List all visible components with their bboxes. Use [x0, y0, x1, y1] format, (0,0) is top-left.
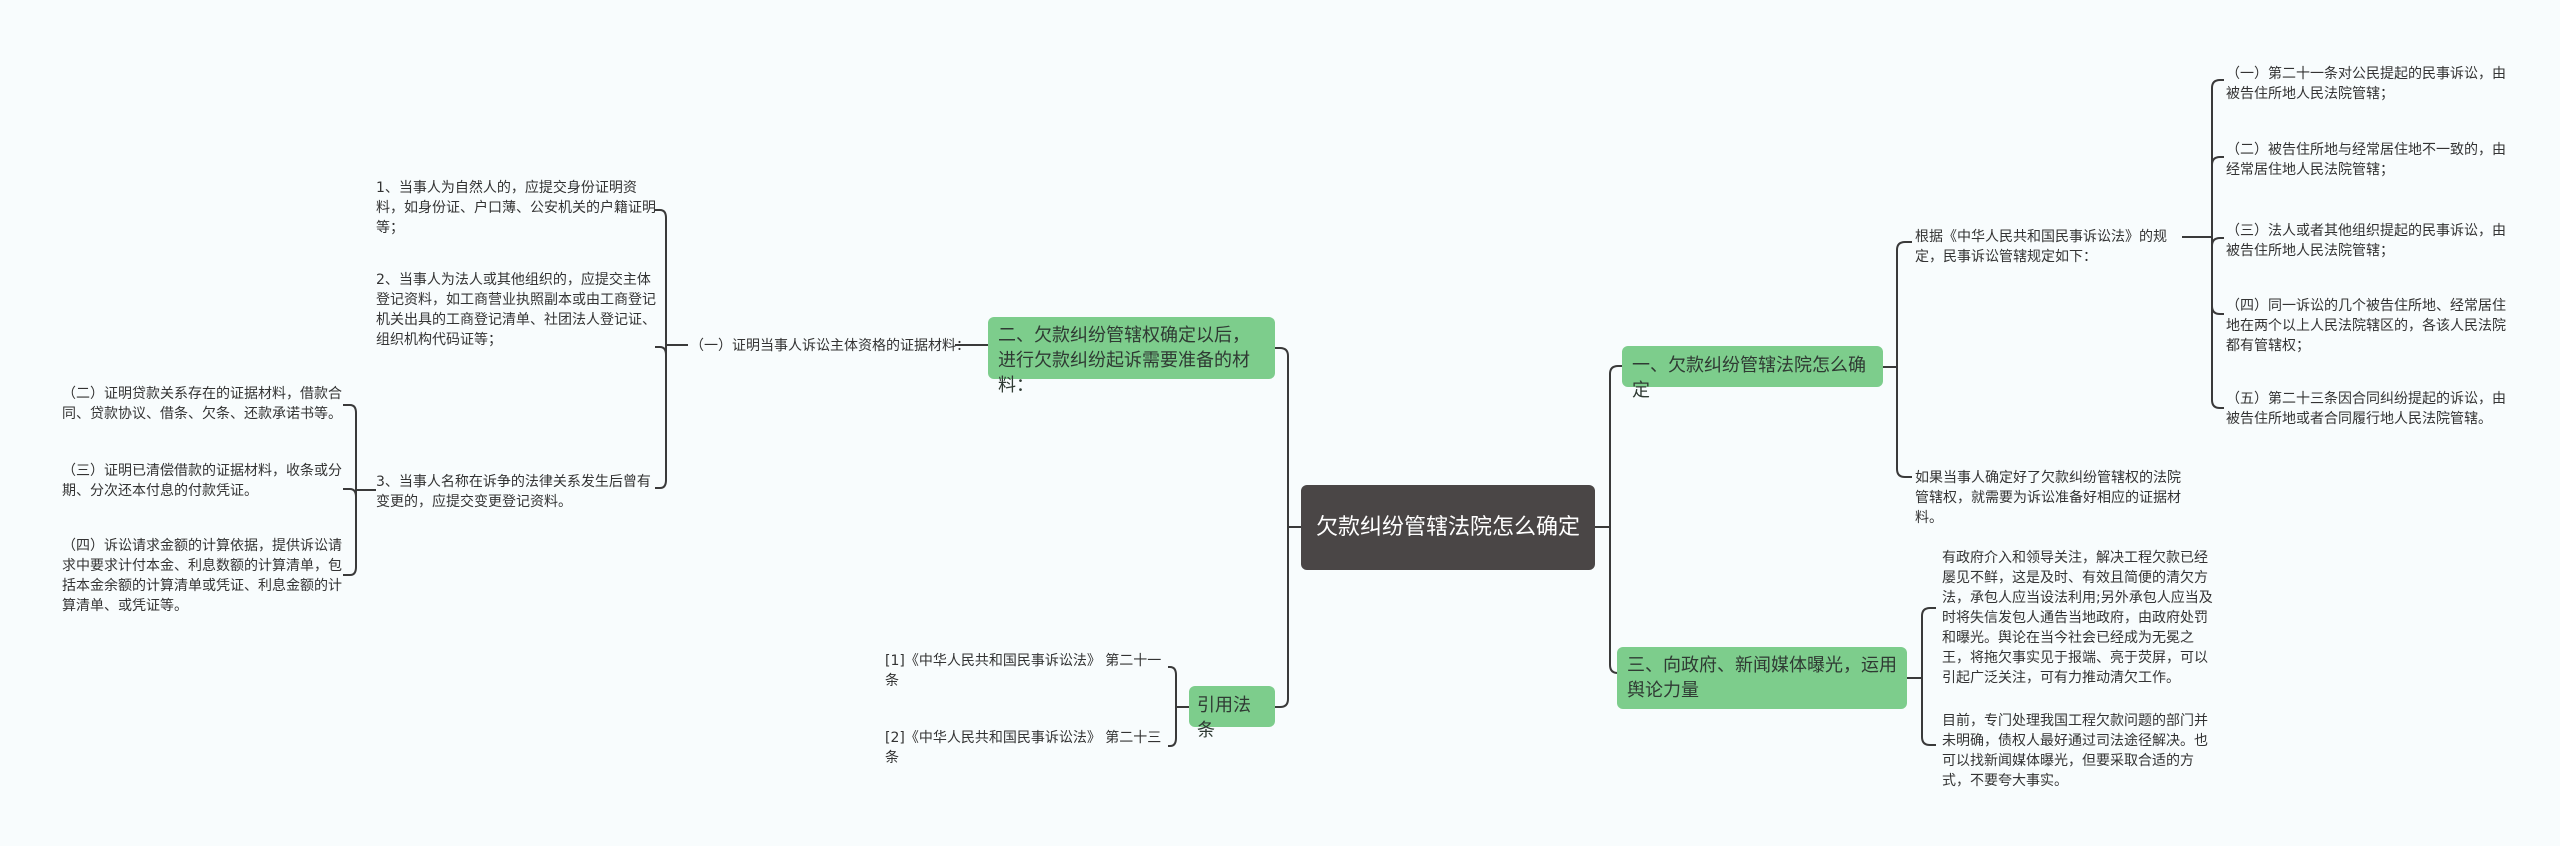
media-item-1: 有政府介入和领导关注，解决工程欠款已经屡见不鲜，这是及时、有效且简便的清欠方法，… — [1942, 550, 2213, 686]
jurisdiction-rule-4: （四）同一诉讼的几个被告住所地、经常居住地在两个以上人民法院辖区的，各该人民法院… — [2226, 298, 2506, 354]
node-court-determination[interactable]: 一、欠款纠纷管辖法院怎么确定 — [1622, 346, 1883, 401]
central-topic[interactable]: 欠款纠纷管辖法院怎么确定 — [1301, 485, 1595, 570]
node-label: 三、向政府、新闻媒体曝光，运用舆论力量 — [1627, 655, 1897, 701]
jurisdiction-basis: 根据《中华人民共和国民事诉讼法》的规定，民事诉讼管辖规定如下： — [1915, 229, 2167, 265]
node-label: 二、欠款纠纷管辖权确定以后，进行欠款纠纷起诉需要准备的材料： — [998, 325, 1250, 396]
jurisdiction-rule-5: （五）第二十三条因合同纠纷提起的诉讼，由被告住所地或者合同履行地人民法院管辖。 — [2226, 391, 2506, 427]
node-cited-laws[interactable]: 引用法条 — [1189, 686, 1275, 741]
identity-item-2: 2、当事人为法人或其他组织的，应提交主体登记资料，如工商营业执照副本或由工商登记… — [376, 272, 656, 348]
evidence-claim-amount: （四）诉讼请求金额的计算依据，提供诉讼请求中要求计付本金、利息数额的计算清单，包… — [62, 538, 342, 614]
jurisdiction-after: 如果当事人确定好了欠款纠纷管辖权的法院管辖权，就需要为诉讼准备好相应的证据材料。 — [1915, 470, 2181, 526]
media-item-2: 目前，专门处理我国工程欠款问题的部门并未明确，债权人最好通过司法途径解决。也可以… — [1942, 713, 2208, 789]
law-ref-2: [2]《中华人民共和国民事诉讼法》 第二十三条 — [885, 730, 1162, 766]
node-label: 一、欠款纠纷管辖法院怎么确定 — [1632, 355, 1866, 401]
sub-identity-evidence: （一）证明当事人诉讼主体资格的证据材料： — [690, 338, 970, 354]
evidence-repayment: （三）证明已清偿借款的证据材料，收条或分期、分次还本付息的付款凭证。 — [62, 463, 342, 499]
law-ref-1: [1]《中华人民共和国民事诉讼法》 第二十一条 — [885, 653, 1162, 689]
node-media-exposure[interactable]: 三、向政府、新闻媒体曝光，运用舆论力量 — [1617, 647, 1907, 709]
jurisdiction-rule-3: （三）法人或者其他组织提起的民事诉讼，由被告住所地人民法院管辖； — [2226, 223, 2506, 259]
jurisdiction-rule-1: （一）第二十一条对公民提起的民事诉讼，由被告住所地人民法院管辖； — [2226, 66, 2506, 102]
node-preparation-materials[interactable]: 二、欠款纠纷管辖权确定以后，进行欠款纠纷起诉需要准备的材料： — [988, 317, 1275, 396]
identity-item-1: 1、当事人为自然人的，应提交身份证明资料，如身份证、户口薄、公安机关的户籍证明等… — [376, 180, 656, 236]
identity-item-3: 3、当事人名称在诉争的法律关系发生后曾有变更的，应提交变更登记资料。 — [376, 474, 651, 510]
node-label: 引用法条 — [1197, 695, 1251, 741]
evidence-loan-relation: （二）证明贷款关系存在的证据材料，借款合同、贷款协议、借条、欠条、还款承诺书等。 — [62, 386, 342, 422]
jurisdiction-rule-2: （二）被告住所地与经常居住地不一致的，由经常居住地人民法院管辖； — [2226, 142, 2506, 178]
central-topic-label: 欠款纠纷管辖法院怎么确定 — [1315, 514, 1580, 540]
